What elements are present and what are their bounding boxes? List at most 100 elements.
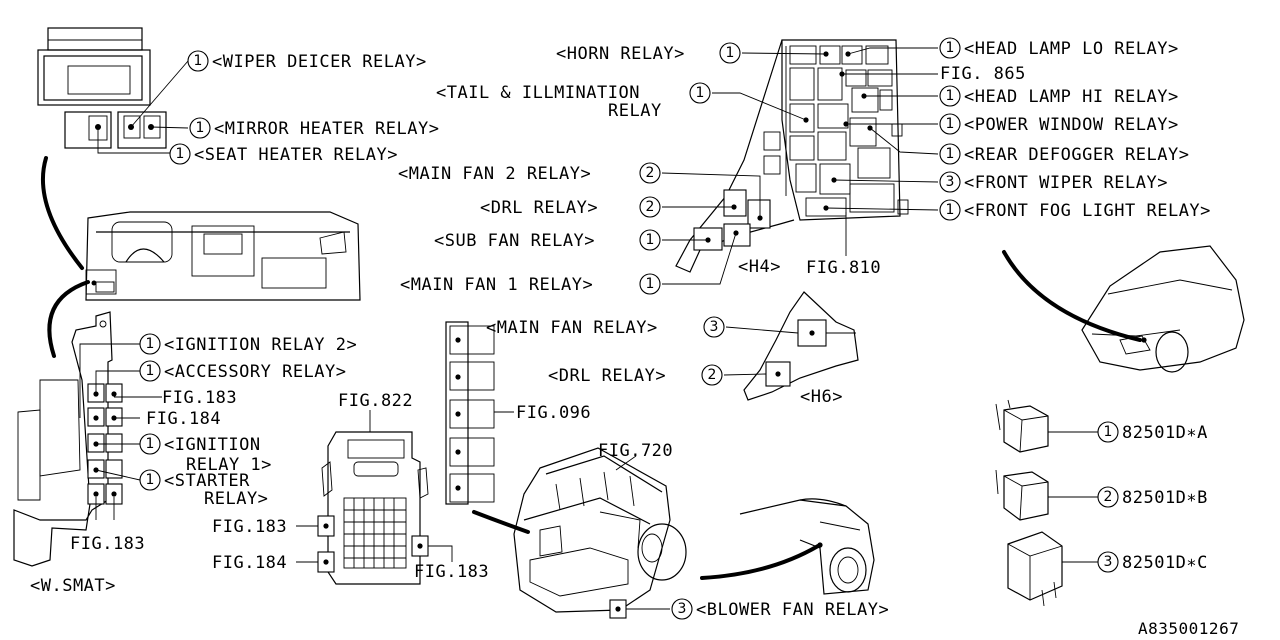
- callout-number: 1: [646, 232, 655, 248]
- label-fig-183-c: FIG.183: [212, 517, 287, 537]
- label-fig-810: FIG.810: [806, 258, 881, 278]
- main-fuse-box: [661, 39, 939, 285]
- label-blower-fan-relay: <BLOWER FAN RELAY>: [696, 600, 889, 620]
- callout-circle: [139, 333, 161, 355]
- callout-circle: [189, 117, 211, 139]
- callout-circle: [939, 37, 961, 59]
- callout-circle: [1097, 551, 1119, 573]
- label-fig-184-a: FIG.184: [146, 409, 221, 429]
- connector-curve-4: [700, 544, 820, 580]
- label-h6: <H6>: [800, 387, 843, 407]
- callout-number: 2: [1104, 489, 1113, 505]
- label-fig-865: FIG. 865: [940, 64, 1026, 84]
- callout-number: 1: [946, 146, 955, 162]
- callout-circle: [703, 316, 725, 338]
- label-fig-184-c: FIG.184: [212, 553, 287, 573]
- label-wiper-deicer-relay: <WIPER DEICER RELAY>: [212, 52, 427, 72]
- callout-number: 1: [946, 202, 955, 218]
- label-main-fan-2-relay: <MAIN FAN 2 RELAY>: [398, 164, 591, 184]
- car-side-lower: [700, 498, 875, 595]
- label-fig-720: FIG.720: [598, 441, 673, 461]
- callout-number: 1: [726, 45, 735, 61]
- callout-number: 1: [946, 88, 955, 104]
- label-mirror-heater-relay: <MIRROR HEATER RELAY>: [214, 119, 439, 139]
- label-ignition-relay-2: <IGNITION RELAY 2>: [164, 335, 357, 355]
- callout-circle: [939, 199, 961, 221]
- label-fig-822: FIG.822: [338, 391, 413, 411]
- callout-circle: [1097, 486, 1119, 508]
- callout-circle: [639, 162, 661, 184]
- label-seat-heater-relay: <SEAT HEATER RELAY>: [194, 145, 398, 165]
- label-tail-illumination-line1: <TAIL & ILLMINATION: [436, 83, 640, 103]
- connector-curve-2: [47, 280, 90, 358]
- label-sub-fan-relay: <SUB FAN RELAY>: [434, 231, 595, 251]
- callout-circle: [169, 143, 191, 165]
- callout-circle: [139, 360, 161, 382]
- callout-number: 3: [710, 319, 719, 335]
- label-head-lamp-lo-relay: <HEAD LAMP LO RELAY>: [964, 39, 1179, 59]
- callout-circle: [939, 85, 961, 107]
- label-accessory-relay: <ACCESSORY RELAY>: [164, 362, 347, 382]
- callout-number: 1: [194, 53, 203, 69]
- callout-number: 2: [646, 165, 655, 181]
- callout-number: 1: [646, 276, 655, 292]
- label-main-fan-relay: <MAIN FAN RELAY>: [486, 318, 658, 338]
- label-fig-183-b: FIG.183: [70, 534, 145, 554]
- callout-number: 1: [1104, 424, 1113, 440]
- label-starter-relay-line2: RELAY>: [204, 489, 268, 509]
- callout-circle: [639, 229, 661, 251]
- hvac-unit-720: [472, 447, 687, 619]
- label-h4: <H4>: [738, 257, 781, 277]
- label-part-82501d-b: 82501D∗B: [1122, 488, 1208, 508]
- label-horn-relay: <HORN RELAY>: [556, 44, 685, 64]
- callout-number: 3: [1104, 554, 1113, 570]
- callout-circle: [719, 42, 741, 64]
- label-rear-defogger-relay: <REAR DEFOGGER RELAY>: [964, 145, 1189, 165]
- callout-circles: 1 1 1 1 1 1 1 1 1 2 2 1 1 3 2 3 1 1 1: [139, 37, 1119, 620]
- fuse-box-822: [296, 410, 453, 585]
- label-drl-relay-h6: <DRL RELAY>: [548, 366, 666, 386]
- callout-circle: [1097, 421, 1119, 443]
- callout-circle: [671, 598, 693, 620]
- callout-circle: [639, 196, 661, 218]
- relay-part-b: [995, 469, 1098, 521]
- callout-number: 1: [146, 472, 155, 488]
- callout-number: 1: [176, 146, 185, 162]
- connector-curve-5: [1002, 250, 1142, 342]
- callout-circle: [639, 273, 661, 295]
- label-fig-183-a: FIG.183: [162, 388, 237, 408]
- label-fig-096: FIG.096: [516, 403, 591, 423]
- label-starter-relay-line1: <STARTER: [164, 471, 250, 491]
- callout-number: 1: [196, 120, 205, 136]
- callout-number: 1: [146, 363, 155, 379]
- callout-number: 2: [646, 199, 655, 215]
- callout-circle: [689, 82, 711, 104]
- callout-circle: [187, 50, 209, 72]
- label-ignition-relay-1-line1: <IGNITION: [164, 435, 261, 455]
- label-part-82501d-a: 82501D∗A: [1122, 423, 1208, 443]
- callout-number: 1: [946, 40, 955, 56]
- diagram-id: A835001267: [1138, 619, 1239, 638]
- callout-number: 1: [946, 116, 955, 132]
- label-tail-illumination-line2: RELAY: [608, 101, 662, 121]
- callout-circle: [139, 469, 161, 491]
- callout-circle: [939, 113, 961, 135]
- wiper-deicer-box: [37, 27, 189, 154]
- callout-number: 1: [696, 85, 705, 101]
- relay-part-c: [1007, 531, 1098, 607]
- label-fig-183-d: FIG.183: [414, 562, 489, 582]
- label-ignition-relay-1-line2: RELAY 1>: [186, 455, 272, 475]
- label-front-fog-light-relay: <FRONT FOG LIGHT RELAY>: [964, 201, 1211, 221]
- connector-curve-1: [41, 156, 84, 270]
- bracket-h6: [723, 291, 859, 401]
- car-front-right: [1002, 245, 1245, 373]
- callout-circle: [939, 143, 961, 165]
- callout-circle: [139, 433, 161, 455]
- label-main-fan-1-relay: <MAIN FAN 1 RELAY>: [400, 275, 593, 295]
- label-wsmat: <W.SMAT>: [30, 576, 116, 596]
- connector-curve-3: [472, 510, 530, 534]
- label-head-lamp-hi-relay: <HEAD LAMP HI RELAY>: [964, 87, 1179, 107]
- callout-number: 2: [708, 367, 717, 383]
